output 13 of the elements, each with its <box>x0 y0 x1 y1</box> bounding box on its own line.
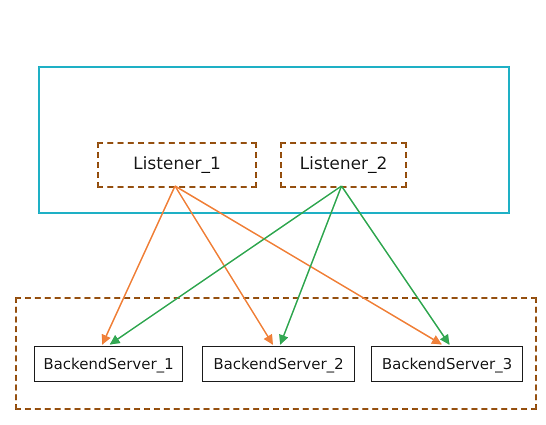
server-box: BackendServer_3 <box>371 346 523 382</box>
server-box: BackendServer_1 <box>34 346 183 382</box>
server-box: BackendServer_2 <box>202 346 355 382</box>
arrow <box>174 186 274 345</box>
arrow <box>102 186 176 345</box>
listener-box: Listener_2 <box>280 142 407 188</box>
arrow <box>110 185 342 345</box>
arrow <box>279 186 342 345</box>
listener-box: Listener_1 <box>97 142 257 188</box>
server-group-frame <box>15 297 537 410</box>
arrow <box>340 186 450 345</box>
arrow <box>174 185 442 345</box>
load-balancer-frame <box>38 66 510 214</box>
